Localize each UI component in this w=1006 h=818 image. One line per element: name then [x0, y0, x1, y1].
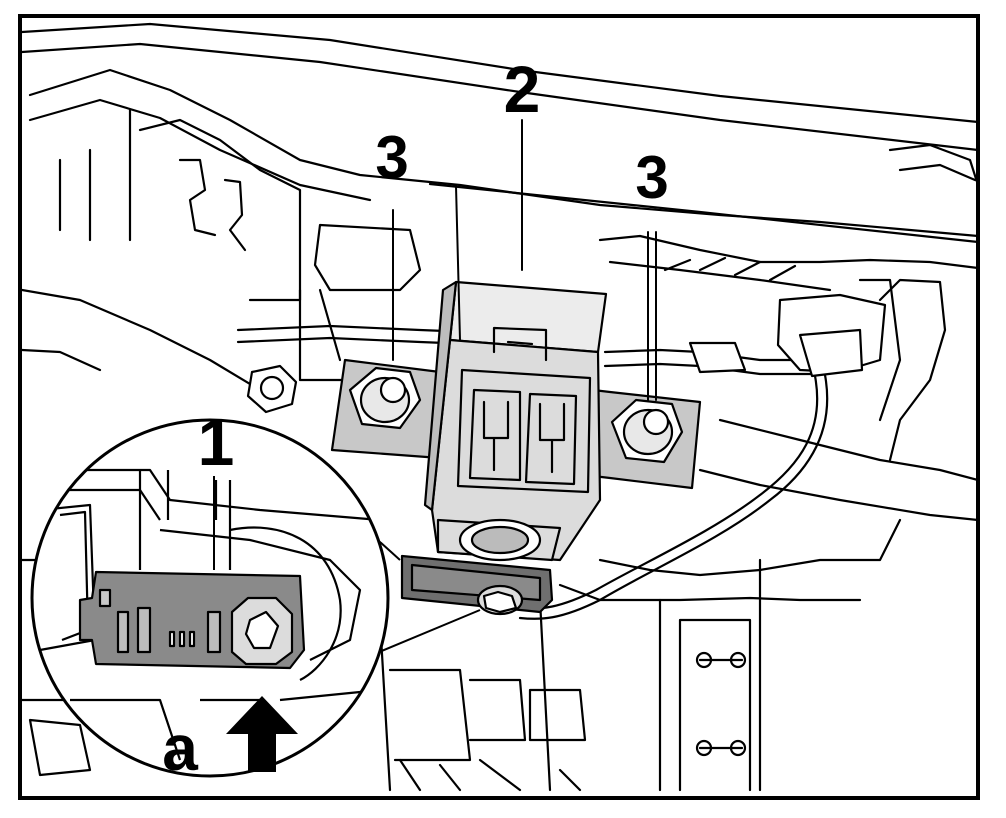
sensor-housing	[423, 280, 608, 562]
callout-part-3-left: 3	[375, 124, 408, 191]
callout-part-3-right: 3	[635, 144, 668, 211]
bolt-left	[348, 366, 422, 430]
leader-lines	[392, 119, 657, 401]
callout-labels: 2 3 3 1 a	[162, 52, 668, 784]
callout-detail-a: a	[162, 712, 198, 784]
callout-part-2: 2	[504, 52, 541, 126]
push-direction-arrow	[226, 696, 298, 772]
background-body-structure	[22, 22, 978, 792]
background-bolt	[246, 364, 298, 414]
sensor-connector	[400, 554, 554, 616]
callout-part-1: 1	[198, 405, 235, 479]
detail-view	[30, 418, 481, 778]
bolt-right	[610, 398, 684, 464]
